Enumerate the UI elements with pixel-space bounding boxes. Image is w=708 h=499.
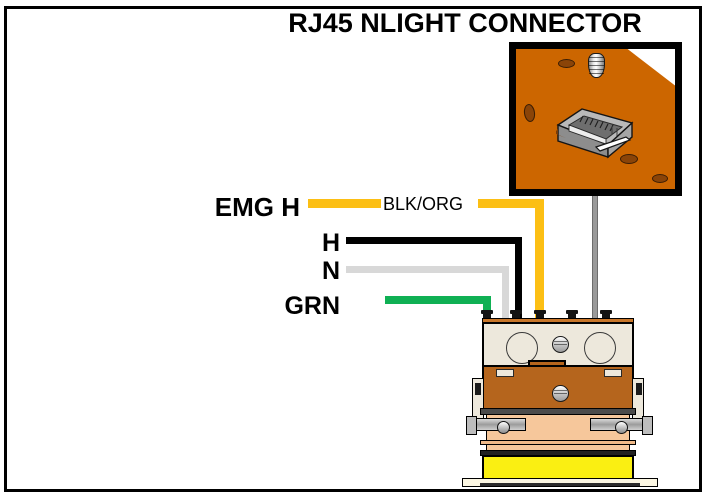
page-title: RJ45 NLIGHT CONNECTOR (288, 8, 642, 38)
panel-corner-cutaway (625, 49, 675, 87)
knockout-circle-icon (584, 332, 616, 364)
fixture-body-notch (528, 360, 566, 369)
wire-label-hot: H (321, 229, 340, 257)
post-bracket-icon (636, 383, 642, 395)
wire-neutral-segment (346, 266, 509, 273)
wire-neutral-segment (502, 266, 509, 322)
wire-hot-segment (515, 237, 522, 322)
rail-end-cap (466, 416, 477, 435)
rj45-jack-icon (556, 108, 634, 159)
mounting-hole-icon (558, 59, 575, 68)
wire-hot-segment (346, 237, 522, 244)
screw-head-icon (552, 385, 569, 402)
light-fixture-assembly (450, 300, 670, 499)
wire-grommet-icon (481, 310, 493, 322)
mounting-hole-icon (522, 103, 537, 123)
wire-grommet-icon (600, 310, 612, 322)
fixture-top-plate (482, 322, 634, 369)
wire-emg-h-segment (308, 199, 386, 208)
fixture-base-plate (462, 478, 658, 487)
knockout-circle-icon (506, 332, 538, 364)
mounting-rail (472, 418, 526, 434)
wire-label-blk-org: BLK/ORG (381, 194, 466, 215)
rail-screw-icon (497, 421, 510, 434)
fixture-body (482, 365, 634, 411)
wire-emg-h-segment (535, 199, 544, 321)
diagram-border (4, 6, 702, 492)
wire-grommet-icon (510, 310, 522, 322)
wire-ground-segment (385, 296, 491, 304)
rail-screw-icon (615, 421, 628, 434)
wire-grommet-icon (534, 310, 546, 322)
fixture-clip-tab (496, 369, 514, 377)
wire-label-emg-h: EMG H (214, 192, 300, 222)
wire-emg-h-segment (478, 199, 544, 208)
detail-leader-line (592, 196, 598, 322)
mounting-hole-icon (652, 174, 668, 183)
post-bracket-icon (475, 383, 481, 395)
fixture-clip-tab (604, 369, 622, 377)
wire-grommet-icon (566, 310, 578, 322)
base-shadow (480, 483, 640, 486)
rail-end-cap (642, 416, 653, 435)
rj45-connector-detail-box (509, 42, 682, 196)
mounting-hole-icon (620, 154, 638, 164)
wire-label-ground: GRN (284, 292, 340, 320)
wire-label-neutral: N (321, 257, 340, 285)
screw-head-icon (552, 336, 569, 353)
screw-post-icon (588, 53, 605, 78)
mounting-rail (590, 418, 644, 434)
wire-ground-segment (483, 296, 491, 322)
